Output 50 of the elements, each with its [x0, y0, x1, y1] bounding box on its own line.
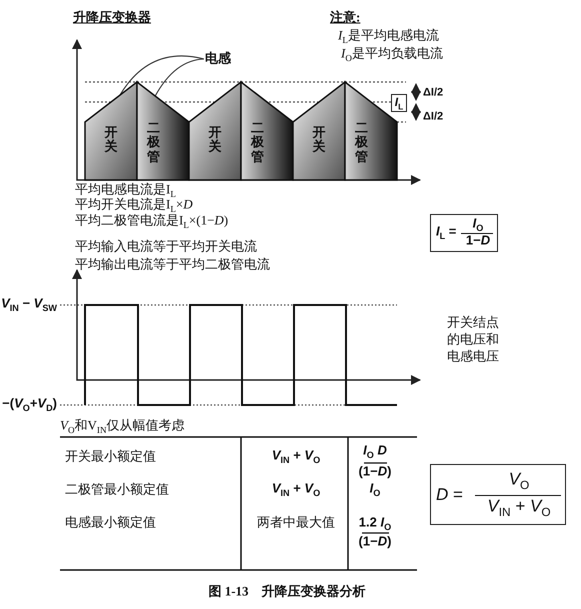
formula-box — [430, 464, 566, 525]
table-cell: V$_{IN}$ + V$_{O}$ — [272, 481, 320, 499]
table-note: V$_{O}$和V$_{IN}$仅从幅值考虑 — [60, 418, 185, 436]
switch-current-region — [85, 82, 137, 180]
region-label: 开关 — [104, 125, 118, 154]
switch-current-region — [189, 82, 241, 180]
region-label: 二极管 — [355, 121, 368, 164]
table-row-label: 二极管最小额定值 — [65, 482, 169, 498]
formula-text: I$_{L}$ = — [436, 224, 456, 242]
formula-text: I$_{O}$ — [472, 216, 484, 234]
table-row-label: 开关最小额定值 — [65, 450, 156, 464]
region-label: 开关 — [312, 125, 326, 154]
formula-text: D = — [436, 484, 463, 504]
region-label: 开关 — [208, 125, 222, 154]
voltage-level-label: V$_{IN}$ − V$_{SW}$ — [1, 296, 57, 314]
region-label: 二极管 — [251, 121, 264, 164]
waveform-description: 开关结点的电压和电感电压 — [447, 314, 500, 366]
formula-text: 1−D — [466, 234, 490, 249]
voltage-level-label: −(V$_{O}$+V$_{D}$) — [2, 396, 57, 414]
leader-line — [154, 58, 204, 96]
table-cell: I$_{O}$ — [370, 481, 380, 499]
description-text: 平均输出电流等于平均二极管电流 — [75, 258, 270, 272]
description-text: 平均二极管电流是I$_{L}$×(1−D) — [75, 213, 228, 231]
table-row-label: 电感最小额定值 — [65, 516, 156, 530]
note-text: I$_{L}$是平均电感电流 — [338, 28, 439, 46]
formula-box — [430, 214, 498, 252]
note-text: I$_{O}$是平均负载电流 — [341, 46, 443, 64]
callout-label: 电感 — [205, 52, 231, 66]
delta-label: ΔI/2 — [423, 110, 444, 124]
description-text: 平均输入电流等于平均开关电流 — [75, 240, 257, 254]
leader-line — [119, 55, 204, 96]
table-cell: V$_{IN}$ + V$_{O}$ — [272, 448, 320, 466]
formula-text: V$_{O}$ — [508, 469, 530, 492]
table-cell: (1−D) — [358, 534, 392, 550]
diode-current-region — [241, 82, 293, 180]
table-cell: 两者中最大值 — [257, 516, 335, 530]
current-level-label: I$_{L}$ — [391, 94, 407, 112]
note-heading: 注意: — [330, 10, 360, 26]
table-cell: (1−D) — [358, 464, 392, 480]
region-label: 二极管 — [147, 121, 160, 164]
formula-text: V$_{IN}$ + V$_{O}$ — [487, 496, 551, 520]
diagram-title: 升降压变换器 — [73, 10, 151, 26]
diode-current-region — [345, 82, 397, 180]
diode-current-region — [137, 82, 189, 180]
figure-caption: 图 1-13 升降压变换器分析 — [208, 584, 366, 600]
switch-current-region — [293, 82, 345, 180]
table-cell: 1.2 I$_{O}$ — [358, 515, 392, 533]
delta-label: ΔI/2 — [423, 86, 444, 100]
table-cell: I$_{O}$ D — [363, 443, 387, 461]
description-text: 平均开关电流是I$_{L}$×D — [75, 197, 193, 214]
